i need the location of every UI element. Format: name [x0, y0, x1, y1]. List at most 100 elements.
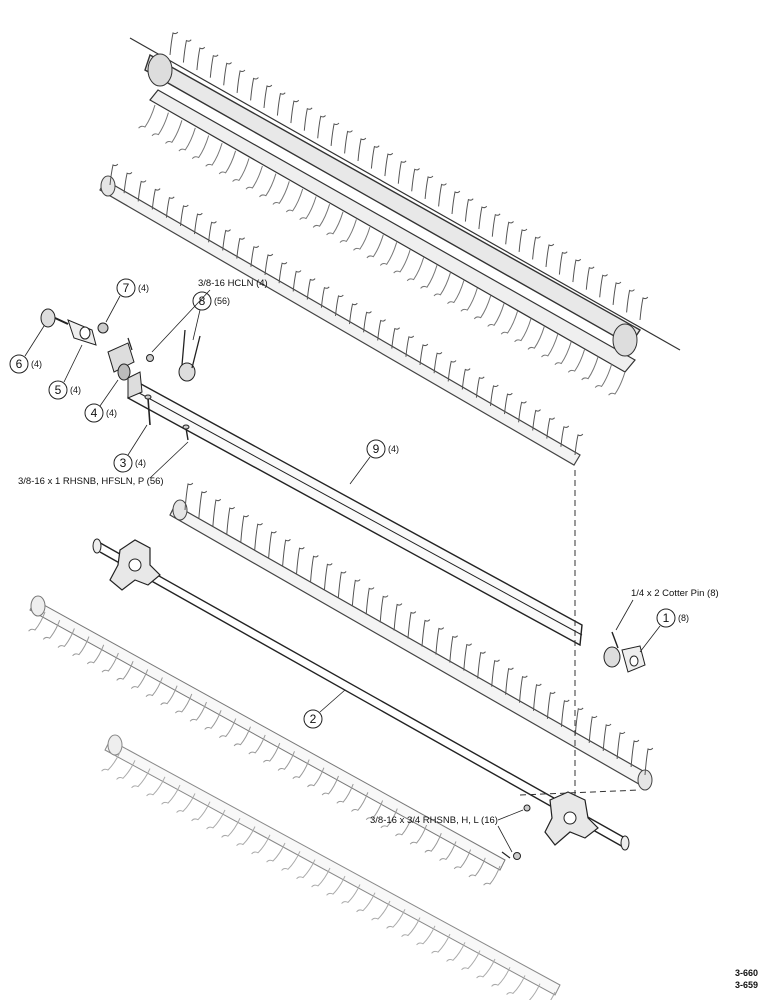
tine [86, 644, 105, 665]
tine [379, 595, 389, 623]
tine [558, 251, 568, 275]
tine [449, 635, 458, 663]
tine [72, 636, 90, 657]
tine [42, 620, 61, 640]
tine [116, 661, 134, 681]
tine [109, 163, 119, 186]
tine [101, 751, 121, 772]
tine [391, 327, 400, 349]
tine [419, 343, 429, 366]
tine [433, 351, 443, 374]
tine [574, 433, 584, 456]
tine [312, 204, 331, 228]
tine [299, 196, 317, 221]
tine [464, 198, 474, 222]
tine [145, 677, 163, 698]
tine [518, 228, 528, 252]
tine [209, 54, 219, 78]
tine [421, 619, 431, 647]
tine [130, 669, 149, 689]
tine [527, 326, 545, 350]
tine [397, 160, 407, 184]
tine [321, 775, 339, 796]
tine [205, 142, 223, 167]
tine [123, 171, 133, 194]
figure-reference-1: 3-660 [734, 968, 758, 978]
square-tube-part-9 [127, 371, 583, 647]
tine [317, 115, 326, 139]
svg-text:(4): (4) [135, 458, 146, 468]
tine [585, 266, 595, 290]
tine [599, 274, 608, 298]
tine [278, 261, 288, 284]
tine [371, 900, 391, 921]
callout-3: 3 (4) [113, 424, 148, 473]
tine [451, 190, 461, 215]
tine [446, 942, 466, 962]
tine [116, 760, 136, 780]
shaft-part-2 [92, 538, 630, 851]
tine [353, 226, 371, 251]
tine [491, 966, 511, 987]
tine [468, 857, 486, 878]
tine [433, 272, 451, 297]
callout-6: 6 (4) [9, 325, 45, 374]
svg-text:(56): (56) [214, 296, 230, 306]
hex-nut-hcln [146, 354, 154, 362]
tine [533, 683, 542, 711]
second-tine-bar [99, 163, 584, 466]
tine [505, 221, 514, 245]
tine [560, 699, 570, 727]
tine [292, 759, 310, 780]
tine [268, 530, 277, 559]
tine [151, 188, 161, 210]
svg-text:9: 9 [373, 442, 380, 456]
tine [223, 62, 232, 86]
svg-text:4: 4 [91, 406, 98, 420]
callout-1: 1 (8) [639, 608, 689, 653]
tine [176, 793, 196, 813]
bolt-part-3 [144, 394, 152, 426]
tine [380, 808, 398, 829]
tine [438, 183, 447, 207]
tine [602, 723, 612, 751]
tine [447, 280, 465, 305]
tine [461, 950, 481, 971]
tine [306, 278, 316, 300]
svg-text:5: 5 [55, 383, 62, 397]
tine [323, 563, 333, 591]
svg-text:7: 7 [123, 281, 130, 295]
tine [550, 991, 556, 1000]
tine [320, 286, 330, 308]
tine [165, 120, 183, 144]
tine [161, 784, 181, 805]
tine [264, 253, 274, 276]
tine [435, 627, 445, 655]
label-rhsnb-3-4: 3/8-16 x 3/4 RHSNB, H, L (16) [370, 809, 524, 853]
tine [311, 867, 331, 888]
tine [206, 809, 226, 830]
tine [101, 652, 119, 673]
tine [475, 376, 485, 398]
tine [644, 747, 654, 776]
tine [478, 205, 488, 230]
nut-part-7 [97, 322, 109, 334]
tine [487, 303, 505, 327]
alignment-line-2 [519, 789, 641, 796]
tine [490, 384, 499, 406]
tine [182, 39, 192, 63]
bearing-part-1 [603, 645, 646, 673]
tine [194, 212, 203, 235]
tine [406, 257, 425, 282]
tine [491, 213, 501, 237]
tine [447, 360, 457, 382]
tine [160, 685, 178, 706]
tine [250, 77, 259, 101]
tine [251, 834, 271, 855]
tine [232, 158, 250, 182]
svg-text:3: 3 [120, 456, 127, 470]
tine [138, 104, 156, 129]
tine [518, 401, 527, 423]
upper-assembled-tine-bar [129, 31, 681, 396]
bearing-part-6 [40, 308, 69, 328]
